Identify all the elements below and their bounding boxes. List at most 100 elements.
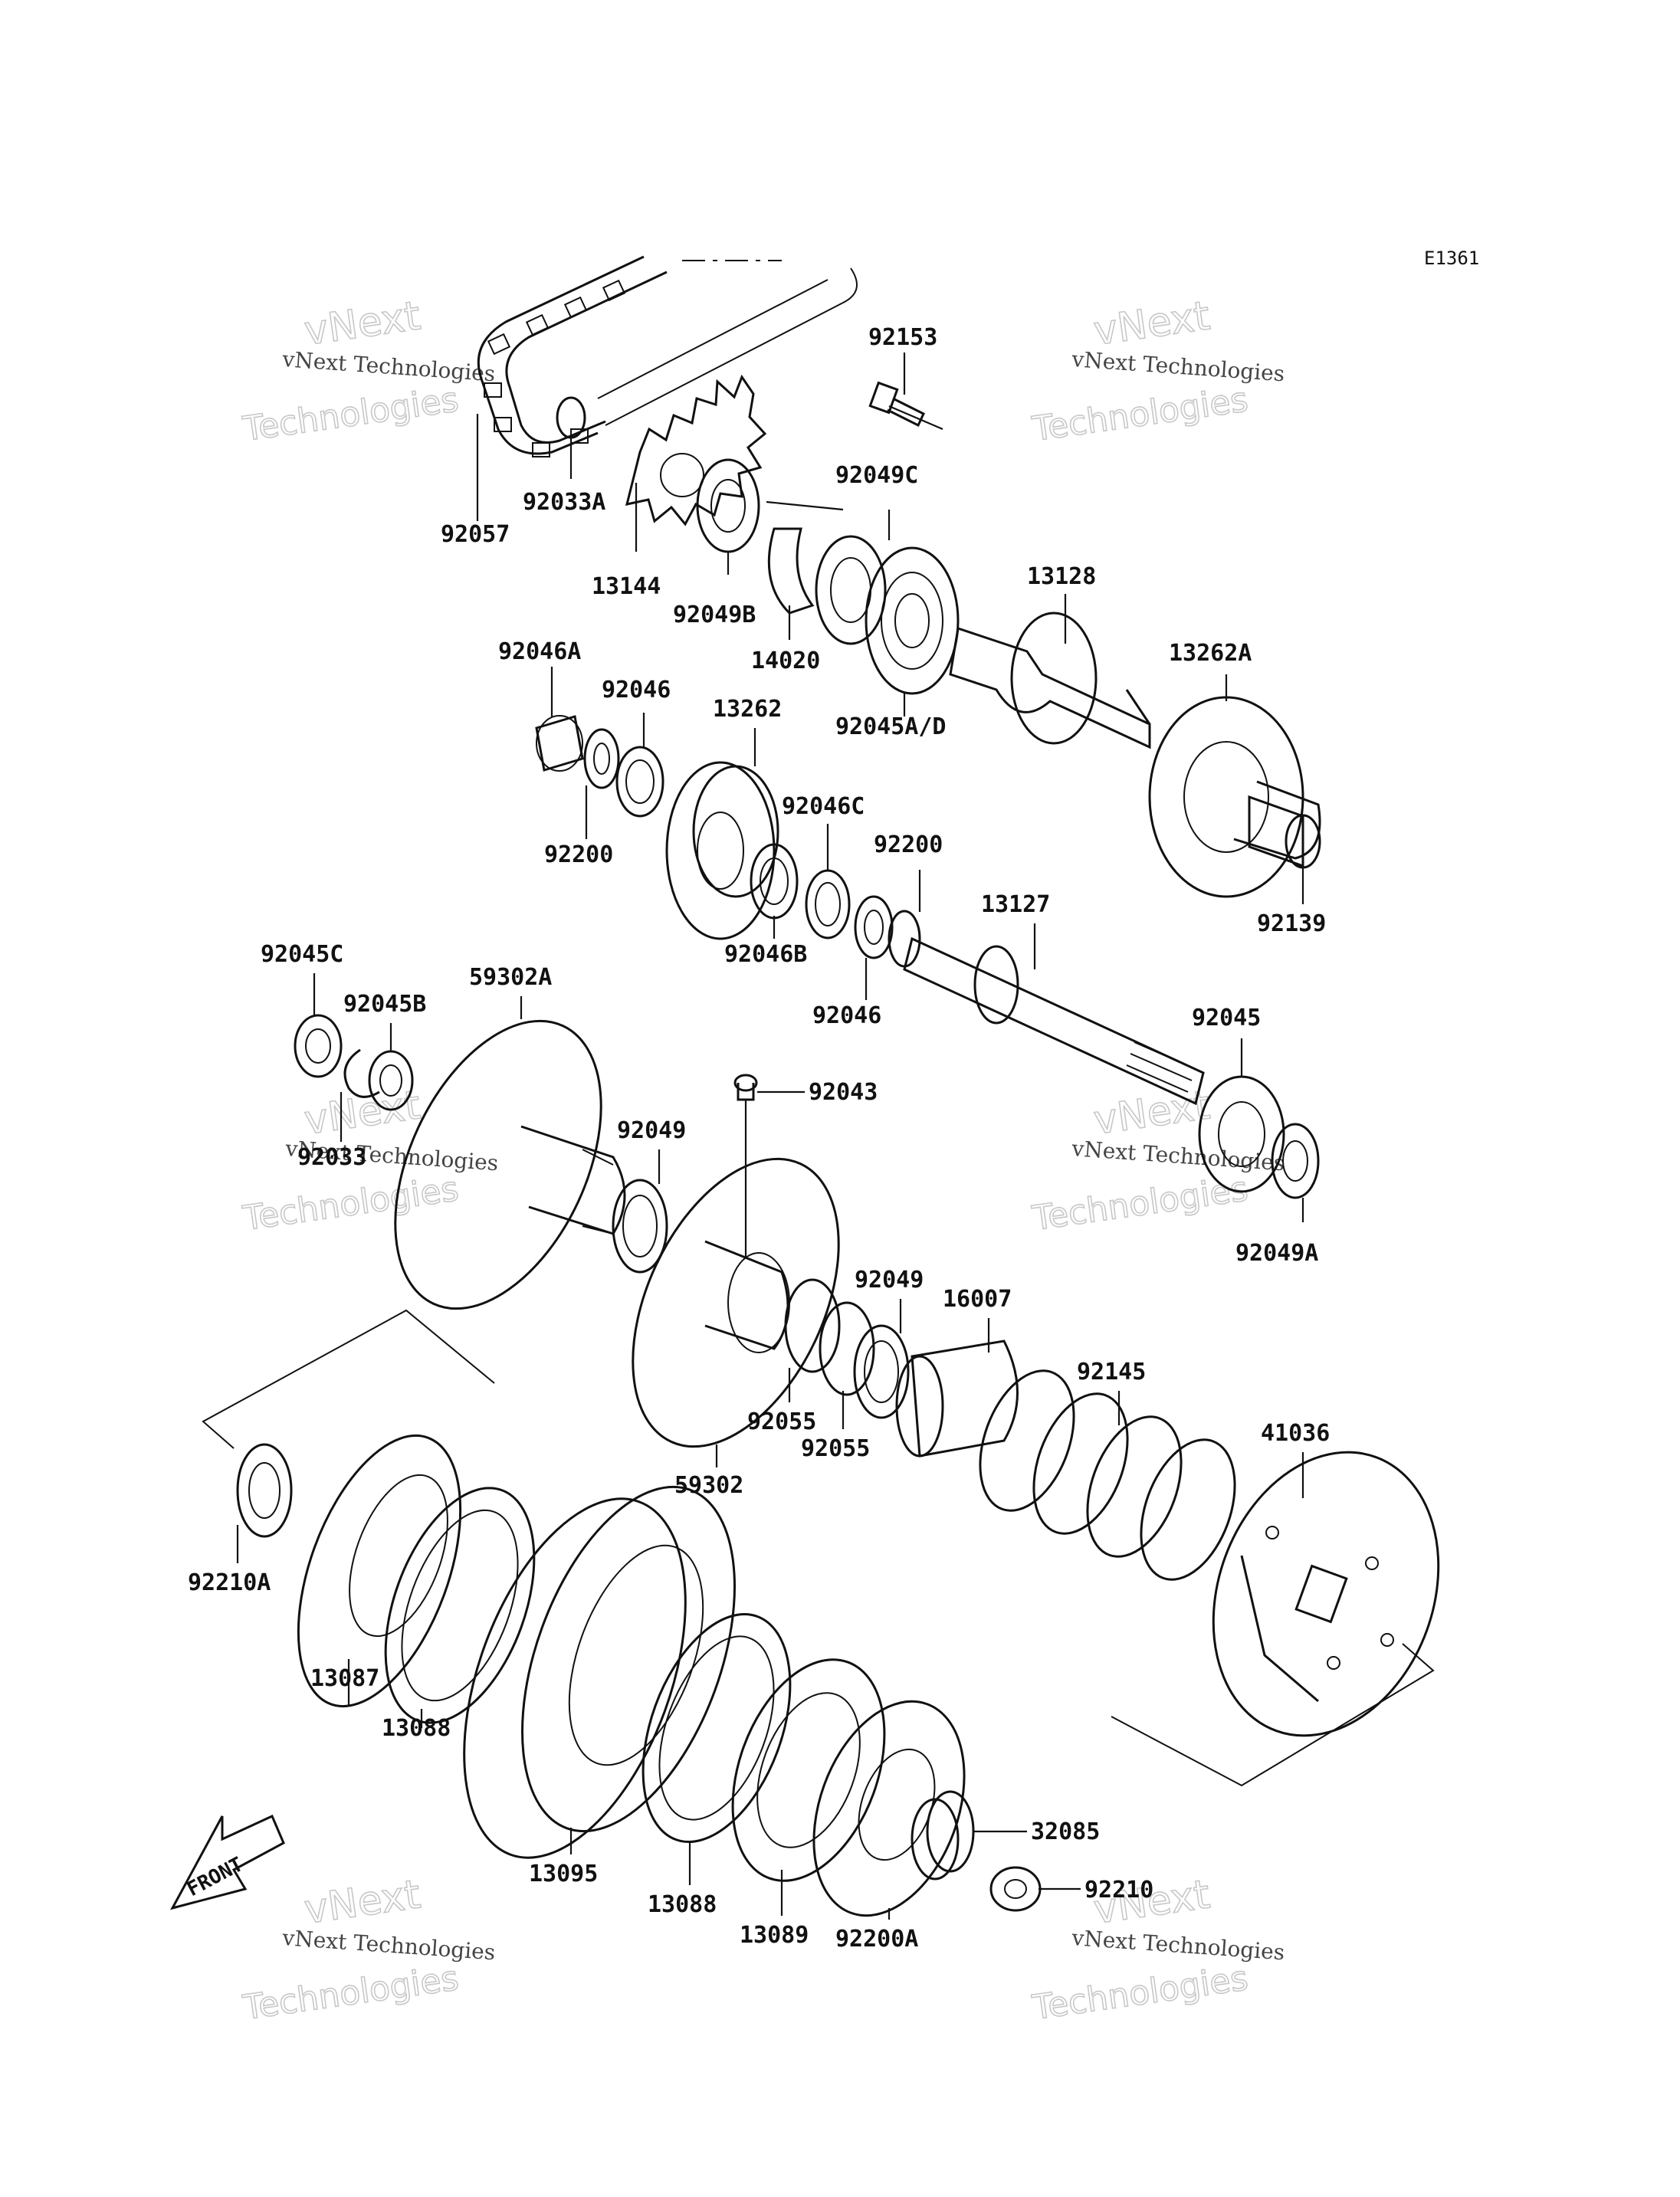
- watermark-brand: vNext: [301, 1082, 423, 1144]
- watermark-brand: vNext: [301, 1871, 423, 1933]
- label-92033A: 92033A: [523, 489, 605, 516]
- watermark-brand-sub: Technologies: [240, 1169, 461, 1238]
- label-59302: 59302: [674, 1472, 743, 1499]
- label-32085: 32085: [1031, 1818, 1100, 1845]
- label-13088-left: 13088: [382, 1715, 451, 1742]
- assembly-outline-box: [202, 1309, 495, 1449]
- nut-92210A: [236, 1443, 293, 1538]
- needle-bearing-92046C: [805, 869, 851, 939]
- grease-nipple-92043: [733, 1074, 758, 1257]
- output-shaft-13128: [949, 612, 1151, 749]
- washer-92049B: [696, 458, 760, 553]
- watermark-brand: vNext: [1091, 1082, 1212, 1144]
- watermark-middle-right: vNext Technologies vNext Technologies: [1029, 1082, 1286, 1239]
- seal-92049A: [1271, 1123, 1320, 1199]
- sprocket-13144: [625, 374, 767, 526]
- label-92139: 92139: [1257, 910, 1326, 937]
- watermark-brand-sub: Technologies: [1029, 1959, 1250, 2028]
- watermark-brand: vNext: [301, 293, 423, 355]
- diagram-ref-code: E1361: [1424, 248, 1479, 269]
- watermark-brand: vNext: [1091, 293, 1212, 355]
- label-13262A: 13262A: [1169, 640, 1252, 667]
- label-16007: 16007: [943, 1286, 1012, 1313]
- drive-plate-13089: [731, 1658, 886, 1882]
- guide-16007: [895, 1340, 1019, 1458]
- watermark-brand-sub: Technologies: [240, 1959, 461, 2028]
- circlip-92033: [343, 1048, 380, 1098]
- friction-plate-13088-left: [384, 1487, 536, 1724]
- label-92145: 92145: [1077, 1359, 1146, 1385]
- label-92045B: 92045B: [343, 991, 426, 1018]
- bearing-92046A: [535, 715, 584, 772]
- gear-13262: [665, 761, 779, 940]
- bearing-92045AD: [865, 546, 960, 695]
- label-92057: 92057: [441, 521, 510, 548]
- label-92055-a: 92055: [747, 1408, 816, 1435]
- drive-plate-13087: [297, 1434, 462, 1708]
- drive-chain: [477, 255, 858, 457]
- washer-92200A: [812, 1700, 966, 1917]
- label-92045: 92045: [1192, 1005, 1261, 1031]
- front-label: FRONT: [183, 1853, 247, 1901]
- label-92046B: 92046B: [724, 941, 807, 968]
- bearing-92046-top: [615, 746, 664, 818]
- clutch-outline-box: [1111, 1643, 1435, 1787]
- label-14020: 14020: [751, 648, 820, 674]
- o-ring-92055-b: [819, 1301, 875, 1396]
- label-13095: 13095: [529, 1861, 598, 1887]
- label-92043: 92043: [809, 1079, 878, 1106]
- label-13128: 13128: [1027, 563, 1096, 590]
- watermark-top-left: vNext Technologies vNext Technologies: [240, 293, 497, 450]
- pulley-59302A: [394, 1019, 626, 1310]
- watermark-bottom-right: vNext Technologies vNext Technologies: [1029, 1871, 1286, 2028]
- bolt-92153: [868, 381, 925, 428]
- label-92153: 92153: [868, 324, 937, 351]
- bearing-92046-bottom: [854, 895, 894, 959]
- label-13089: 13089: [740, 1922, 809, 1949]
- label-92210A: 92210A: [188, 1569, 271, 1596]
- watermark-bottom-left: vNext Technologies vNext Technologies: [240, 1871, 497, 2028]
- label-92200A: 92200A: [835, 1926, 918, 1953]
- label-92049-lower: 92049: [855, 1267, 924, 1294]
- watermark-middle-left: vNext Technologies vNext Technologies: [240, 1082, 500, 1239]
- label-92049C: 92049C: [835, 462, 918, 489]
- watermark-top-right: vNext Technologies vNext Technologies: [1029, 293, 1286, 450]
- collar-32085: [911, 1790, 975, 1881]
- label-92046C: 92046C: [782, 793, 865, 820]
- label-92045AD: 92045A/D: [835, 713, 947, 740]
- watermark-text: vNext Technologies: [281, 1925, 497, 1965]
- label-59302A: 59302A: [469, 964, 552, 991]
- part-labels: 92153 92057 92033A 92049C 13144 92049B 1…: [188, 324, 1330, 1953]
- spring-92145: [979, 1369, 1236, 1581]
- label-92049A: 92049A: [1235, 1240, 1318, 1267]
- label-92200-right: 92200: [874, 831, 943, 858]
- label-92046A: 92046A: [498, 638, 581, 665]
- seal-92049-lower: [853, 1324, 910, 1419]
- watermark-brand-sub: Technologies: [1029, 380, 1250, 449]
- label-92210: 92210: [1084, 1877, 1153, 1904]
- watermark-text: vNext Technologies: [281, 346, 497, 386]
- seal-92049-upper: [612, 1179, 668, 1274]
- pulley-59302: [632, 1157, 840, 1448]
- label-13088-right: 13088: [648, 1891, 717, 1918]
- label-92055-b: 92055: [801, 1435, 870, 1462]
- label-92046-bottom: 92046: [812, 1002, 881, 1029]
- watermark-brand-sub: Technologies: [240, 380, 461, 449]
- plate-14020: [767, 527, 815, 615]
- input-shaft-13127: [903, 936, 1205, 1106]
- clutch-41036: [1212, 1451, 1440, 1737]
- label-92049B: 92049B: [673, 602, 756, 628]
- label-41036: 41036: [1261, 1420, 1330, 1447]
- label-13144: 13144: [592, 573, 661, 600]
- clutch-housing-13095: [463, 1485, 736, 1859]
- spacer-92139: [1248, 795, 1321, 869]
- bearing-92045C: [294, 1014, 343, 1078]
- label-13087: 13087: [310, 1665, 379, 1692]
- nut-92210: [989, 1866, 1042, 1912]
- label-13262: 13262: [713, 696, 782, 723]
- watermark-text: vNext Technologies: [1071, 1925, 1286, 1965]
- o-ring-92055-a: [784, 1278, 841, 1373]
- label-92049-upper: 92049: [617, 1117, 686, 1144]
- friction-plate-13088-right: [641, 1612, 792, 1844]
